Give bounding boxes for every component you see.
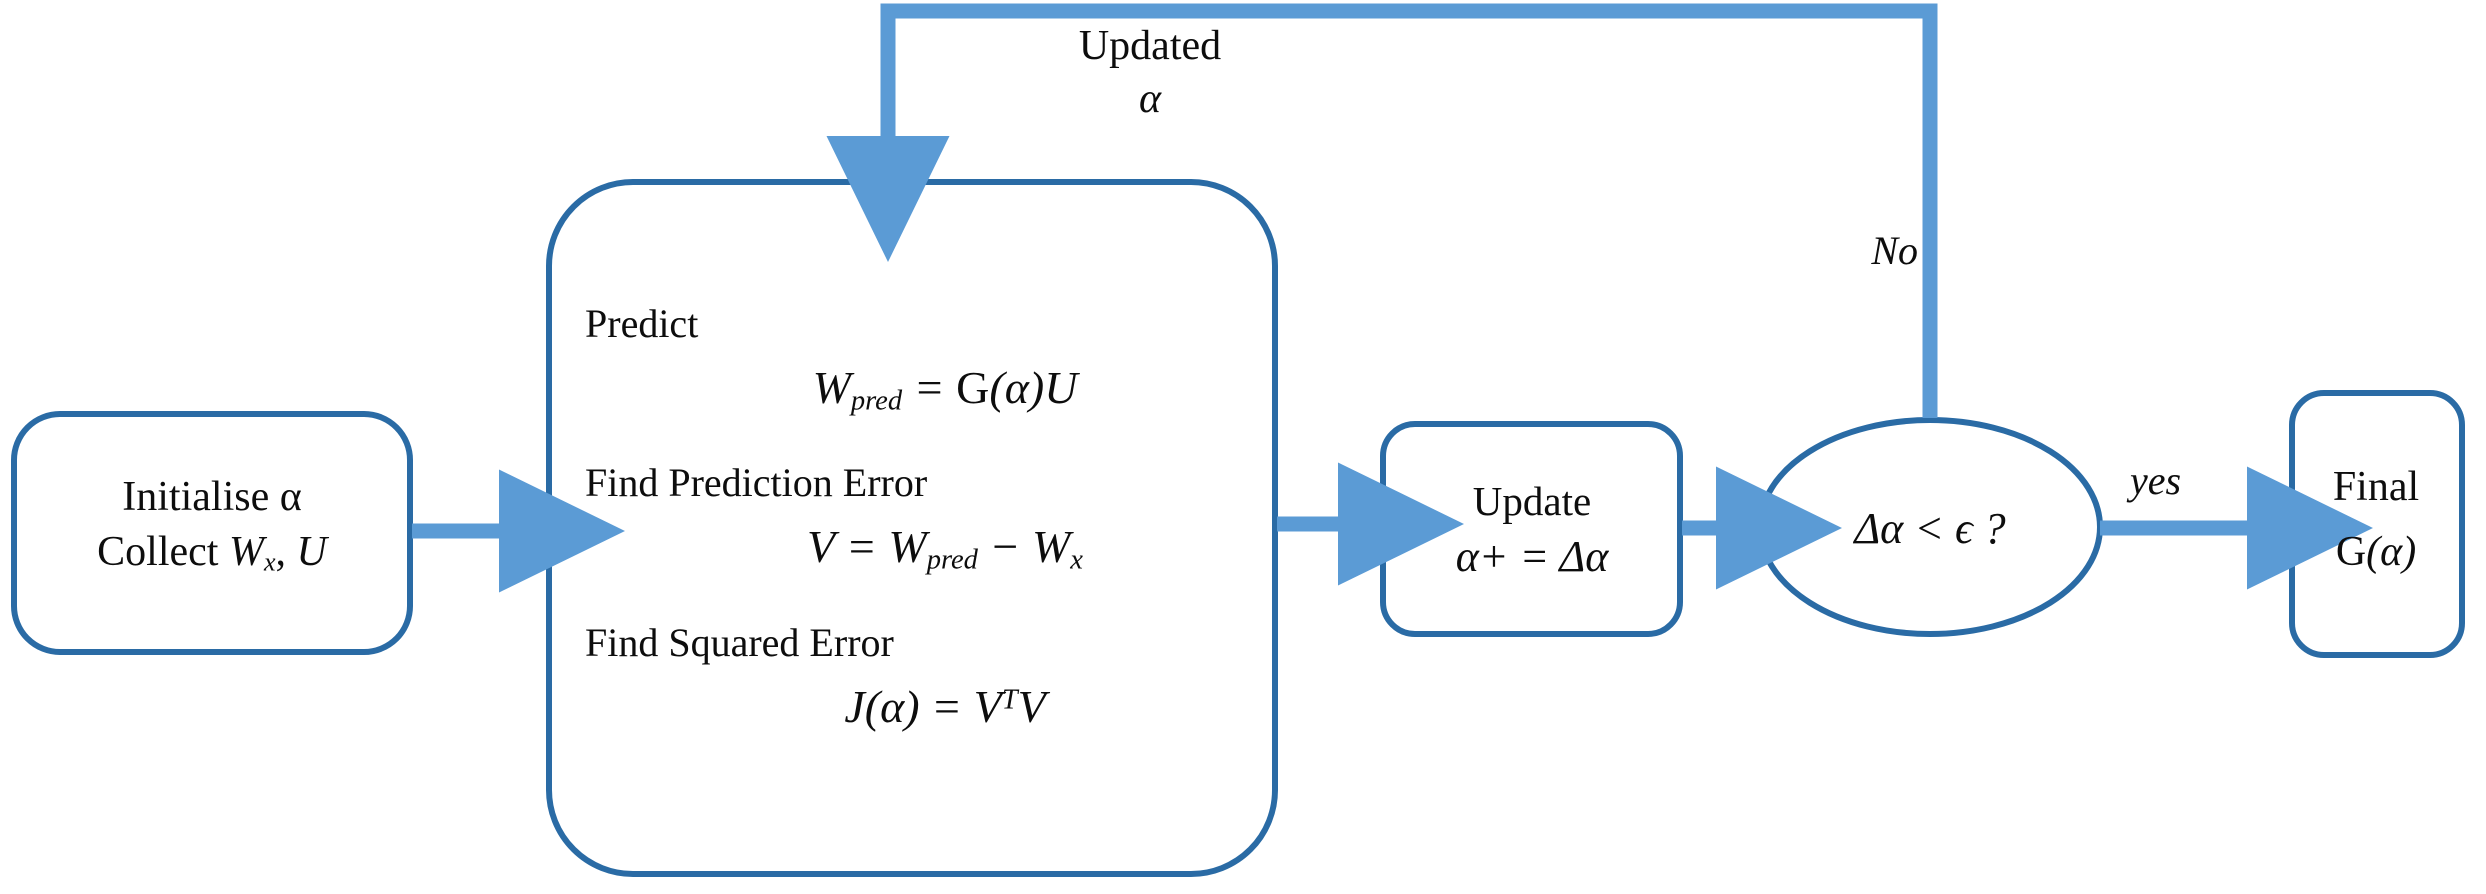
formula2-lhs: V — [807, 521, 835, 573]
formula2-term1: W — [888, 521, 927, 573]
formula3-term1-sup: T — [1001, 683, 1018, 715]
formula1-lhs: W — [812, 362, 851, 413]
decision-node-shape[interactable] — [1757, 417, 2103, 637]
formula3-term1: V — [973, 680, 1002, 732]
formula1-eq: = — [902, 362, 957, 413]
formula3-eq: = — [919, 680, 974, 732]
final-node-shape[interactable] — [2289, 390, 2465, 658]
process-formula-prediction-error: V = Wpred − Wx — [585, 520, 1245, 576]
process-group-prediction-error: Find Prediction Error V = Wpred − Wx — [585, 459, 1245, 576]
formula1-rhs: U — [1044, 362, 1078, 413]
formula1-fn: G — [956, 362, 990, 413]
formula2-term1-sub: pred — [926, 544, 978, 576]
formula2-term2-sub: x — [1070, 544, 1083, 576]
process-heading-predict: Predict — [585, 301, 699, 346]
formula3-lhs: J — [844, 680, 865, 732]
formula3-arg: (α) — [864, 680, 920, 732]
formula2-minus: − — [977, 521, 1032, 573]
update-node-shape[interactable] — [1380, 421, 1683, 637]
process-formula-predict: Wpred = G(α)U — [585, 361, 1245, 417]
formula1-lhs-sub: pred — [850, 385, 903, 417]
process-group-predict: Predict Wpred = G(α)U — [585, 300, 1245, 417]
formula2-eq: = — [834, 521, 889, 573]
process-heading-squared-error: Find Squared Error — [585, 619, 894, 665]
process-group-squared-error: Find Squared Error J(α) = VTV — [585, 619, 1245, 733]
formula3-term2: V — [1017, 680, 1046, 732]
formula2-term2: W — [1031, 521, 1071, 573]
arrow-decision-feedback-to-process — [826, 3, 1938, 418]
process-node-content: Predict Wpred = G(α)U Find Prediction Er… — [585, 300, 1245, 733]
initialise-node-shape[interactable] — [11, 411, 413, 655]
formula1-arg: (α) — [989, 362, 1045, 413]
process-formula-squared-error: J(α) = VTV — [585, 680, 1245, 733]
process-heading-prediction-error: Find Prediction Error — [585, 460, 928, 506]
